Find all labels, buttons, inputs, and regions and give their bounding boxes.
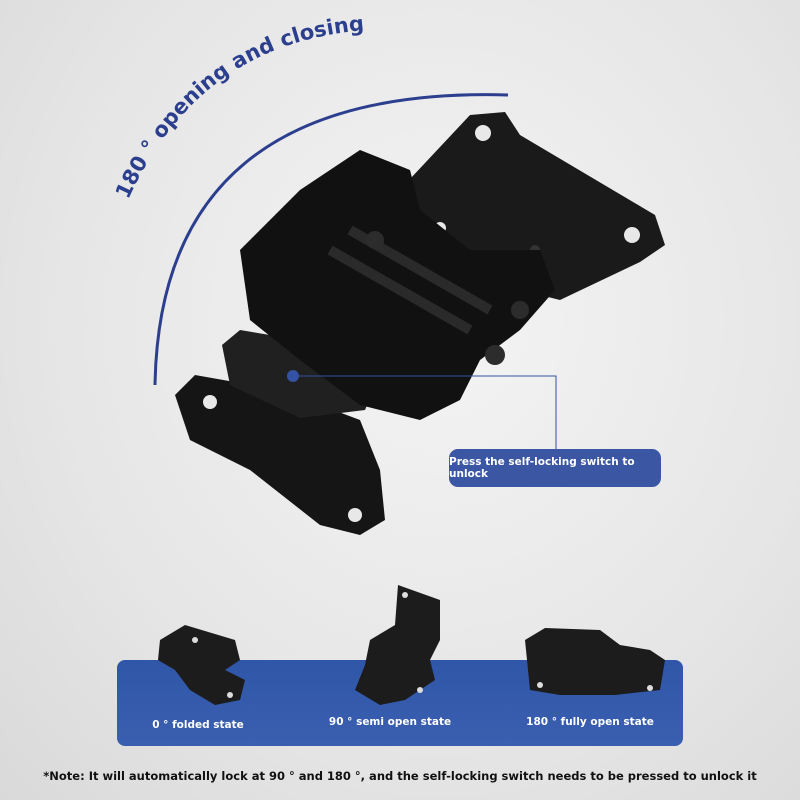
hinge-main-image bbox=[175, 112, 665, 535]
state-label-folded: 0 ° folded state bbox=[152, 719, 244, 731]
rotation-arc bbox=[153, 93, 509, 386]
callout-leader bbox=[293, 375, 557, 449]
state-0-image bbox=[158, 625, 245, 705]
state-180-image bbox=[525, 628, 665, 695]
unlock-callout: Press the self-locking switch to unlock bbox=[449, 449, 661, 487]
state-90-image bbox=[355, 585, 440, 705]
state-label-fully-open: 180 ° fully open state bbox=[526, 716, 654, 728]
note-text: *Note: It will automatically lock at 90 … bbox=[43, 769, 757, 783]
state-label-semi-open: 90 ° semi open state bbox=[328, 716, 452, 728]
